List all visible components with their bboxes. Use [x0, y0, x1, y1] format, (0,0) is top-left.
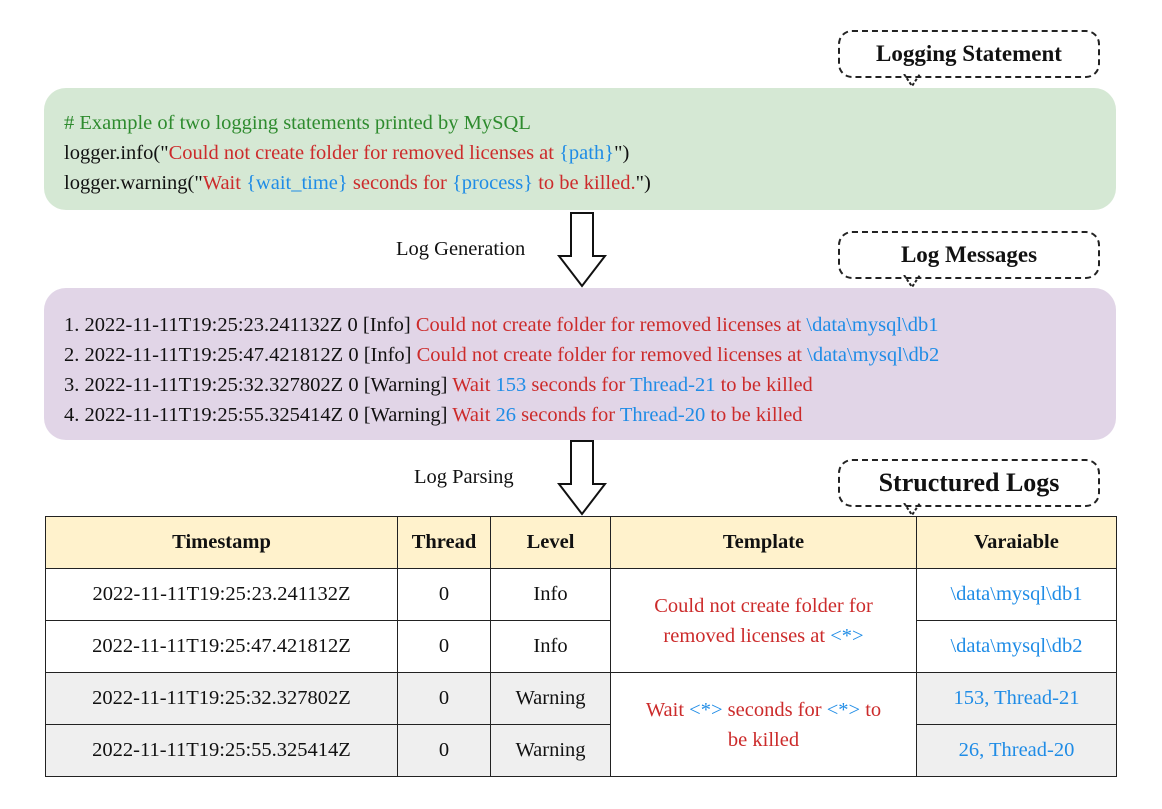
level-cell: Warning [490, 672, 611, 725]
log-variable: 153 [495, 374, 527, 396]
code-line-info: logger.info("Could not create folder for… [64, 138, 1116, 168]
template-cell: Could not create folder for removed lice… [610, 568, 917, 673]
log-text: Could not create folder for removed lice… [416, 344, 808, 366]
template-wildcard: <*> [830, 624, 864, 647]
thread-cell: 0 [397, 620, 491, 673]
callout-logging-statement: Logging Statement [838, 30, 1100, 78]
table-row: 2022-11-11T19:25:32.327802Z 0 Warning Wa… [45, 672, 1117, 777]
log-variable: 26 [495, 404, 517, 426]
variable-cell: 153, Thread-21 [916, 672, 1117, 725]
log-messages-panel: 1. 2022-11-11T19:25:23.241132Z 0 [Info] … [44, 288, 1116, 440]
template-text: be killed [727, 728, 800, 751]
variable-cell: \data\mysql\db1 [916, 568, 1117, 621]
timestamp-cell: 2022-11-11T19:25:32.327802Z [45, 672, 398, 725]
log-variable: Thread-20 [619, 404, 706, 426]
log-prefix: 4. 2022-11-11T19:25:55.325414Z 0 [Warnin… [64, 404, 453, 426]
table-row: 2022-11-11T19:25:23.241132Z 0 Info Could… [45, 568, 1117, 673]
callout-log-messages: Log Messages [838, 231, 1100, 279]
log-message-line: 3. 2022-11-11T19:25:32.327802Z 0 [Warnin… [64, 370, 1116, 400]
log-variable: Thread-21 [630, 374, 716, 396]
log-text: to be killed [705, 404, 803, 426]
callout-tail [903, 503, 921, 517]
code-close: ") [635, 172, 651, 194]
callout-tail [903, 74, 921, 88]
template-wildcard: <*> [826, 698, 861, 721]
code-close: ") [614, 142, 630, 164]
column-header-template: Template [610, 516, 917, 569]
code-message: to be killed. [533, 172, 636, 194]
log-message-line: 2. 2022-11-11T19:25:47.421812Z 0 [Info] … [64, 340, 1116, 370]
thread-cell: 0 [397, 672, 491, 725]
timestamp-cell: 2022-11-11T19:25:47.421812Z [45, 620, 398, 673]
log-text: Could not create folder for removed lice… [415, 314, 807, 336]
log-variable: \data\mysql\db1 [806, 314, 939, 336]
logging-statement-panel: # Example of two logging statements prin… [44, 88, 1116, 210]
timestamp-cell: 2022-11-11T19:25:55.325414Z [45, 724, 398, 777]
thread-cell: 0 [397, 568, 491, 621]
code-call: logger.info(" [64, 142, 169, 164]
log-prefix: 2. 2022-11-11T19:25:47.421812Z 0 [Info] [64, 344, 417, 366]
code-call: logger.warning(" [64, 172, 203, 194]
table-row: 2022-11-11T19:25:55.325414Z 0 Warning 26… [45, 724, 1117, 777]
log-text: seconds for [526, 374, 631, 396]
level-cell: Warning [490, 724, 611, 777]
column-header-timestamp: Timestamp [45, 516, 398, 569]
log-message-line: 1. 2022-11-11T19:25:23.241132Z 0 [Info] … [64, 310, 1116, 340]
code-variable: {process} [451, 172, 534, 194]
table-header-row: Timestamp Thread Level Template Varaiabl… [45, 516, 1117, 569]
column-header-variable: Varaiable [916, 516, 1117, 569]
log-prefix: 3. 2022-11-11T19:25:32.327802Z 0 [Warnin… [64, 374, 453, 396]
level-cell: Info [490, 620, 611, 673]
code-message: Could not create folder for removed lice… [168, 142, 560, 164]
log-text: seconds for [516, 404, 620, 426]
template-text: Wait [645, 698, 690, 721]
code-variable: {path} [559, 142, 615, 164]
callout-label: Structured Logs [878, 468, 1060, 497]
log-text: Wait [452, 404, 496, 426]
template-text: removed licenses at [663, 624, 831, 647]
code-line-warning: logger.warning("Wait {wait_time} seconds… [64, 168, 1116, 198]
down-arrow-icon [557, 212, 607, 288]
variable-cell: 26, Thread-20 [916, 724, 1117, 777]
template-cell: Wait <*> seconds for <*> to be killed [610, 672, 917, 777]
callout-tail [903, 275, 921, 289]
template-text: to [860, 698, 882, 721]
template-text: Could not create folder for [654, 594, 873, 617]
log-prefix: 1. 2022-11-11T19:25:23.241132Z 0 [Info] [64, 314, 416, 336]
log-text: to be killed [715, 374, 813, 396]
callout-structured-logs: Structured Logs [838, 459, 1100, 507]
log-parsing-label: Log Parsing [414, 466, 514, 488]
code-message: seconds for [347, 172, 452, 194]
structured-logs-table: Timestamp Thread Level Template Varaiabl… [45, 516, 1117, 777]
log-message-line: 4. 2022-11-11T19:25:55.325414Z 0 [Warnin… [64, 400, 1116, 430]
code-message: Wait [202, 172, 247, 194]
template-text: seconds for [722, 698, 827, 721]
code-comment: # Example of two logging statements prin… [64, 112, 531, 134]
column-header-level: Level [490, 516, 611, 569]
log-generation-label: Log Generation [396, 238, 526, 260]
log-variable: \data\mysql\db2 [807, 344, 940, 366]
log-text: Wait [452, 374, 496, 396]
column-header-thread: Thread [397, 516, 491, 569]
code-variable: {wait_time} [246, 172, 348, 194]
callout-label: Log Messages [900, 242, 1038, 267]
table-row: 2022-11-11T19:25:47.421812Z 0 Info \data… [45, 620, 1117, 673]
variable-cell: \data\mysql\db2 [916, 620, 1117, 673]
thread-cell: 0 [397, 724, 491, 777]
callout-label: Logging Statement [876, 41, 1062, 66]
template-wildcard: <*> [689, 698, 723, 721]
timestamp-cell: 2022-11-11T19:25:23.241132Z [45, 568, 398, 621]
level-cell: Info [490, 568, 611, 621]
down-arrow-icon [557, 440, 607, 516]
